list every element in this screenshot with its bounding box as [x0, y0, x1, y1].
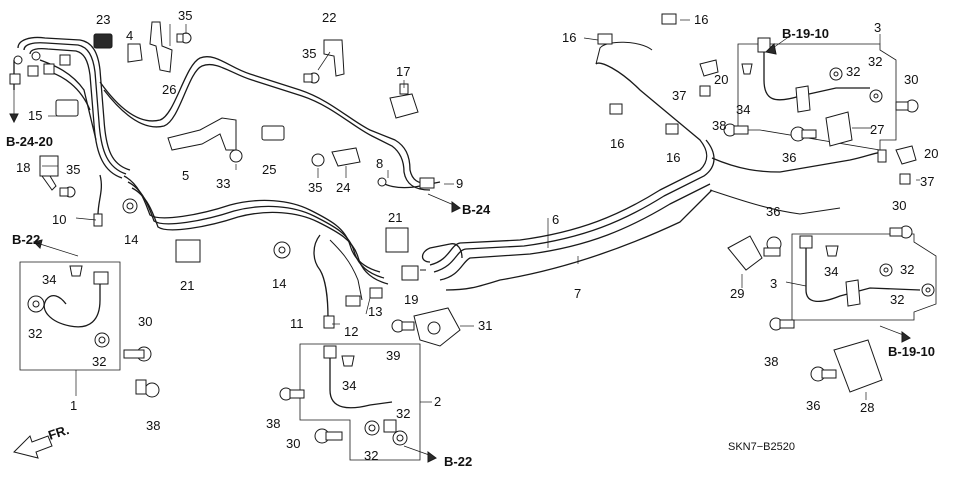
- callout-1: 1: [70, 398, 77, 413]
- callout-4: 4: [126, 28, 133, 43]
- callout-39: 39: [386, 348, 400, 363]
- callout-3: 3: [770, 276, 777, 291]
- callout-37: 37: [920, 174, 934, 189]
- callout-32: 32: [890, 292, 904, 307]
- callout-20: 20: [714, 72, 728, 87]
- callout-30: 30: [138, 314, 152, 329]
- callout-16: 16: [666, 150, 680, 165]
- callout-13: 13: [368, 304, 382, 319]
- callout-18: 18: [16, 160, 30, 175]
- callout-17: 17: [396, 64, 410, 79]
- callout-32: 32: [868, 54, 882, 69]
- callout-23: 23: [96, 12, 110, 27]
- callout-28: 28: [860, 400, 874, 415]
- callout-35: 35: [302, 46, 316, 61]
- callout-32: 32: [396, 406, 410, 421]
- callout-37: 37: [672, 88, 686, 103]
- ref-b-19-10-bottom: B-19-10: [888, 344, 935, 359]
- callout-38: 38: [266, 416, 280, 431]
- callout-27: 27: [870, 122, 884, 137]
- rear-upper-hose: [597, 13, 919, 185]
- ref-b-24: B-24: [462, 202, 491, 217]
- callout-10: 10: [52, 212, 66, 227]
- reference-labels: B-24-20 B-22 B-24 B-22 B-19-10 B-19-10: [6, 26, 935, 469]
- callout-25: 25: [262, 162, 276, 177]
- callout-16: 16: [562, 30, 576, 45]
- callout-30: 30: [904, 72, 918, 87]
- callout-9: 9: [456, 176, 463, 191]
- callout-14: 14: [124, 232, 138, 247]
- callout-24: 24: [336, 180, 350, 195]
- callout-34: 34: [736, 102, 750, 117]
- callout-11: 11: [290, 316, 304, 331]
- callout-30: 30: [892, 198, 906, 213]
- callout-12: 12: [344, 324, 358, 339]
- callout-20: 20: [924, 146, 938, 161]
- callout-29: 29: [730, 286, 744, 301]
- callout-31: 31: [478, 318, 492, 333]
- callout-30: 30: [286, 436, 300, 451]
- callout-8: 8: [376, 156, 383, 171]
- callout-38: 38: [146, 418, 160, 433]
- diagram-code: SKN7−B2520: [728, 441, 795, 453]
- callout-35: 35: [66, 162, 80, 177]
- ref-b-22-left: B-22: [12, 232, 40, 247]
- callout-16: 16: [694, 12, 708, 27]
- ref-b-22-bottom: B-22: [444, 454, 472, 469]
- front-left-hose: [19, 261, 160, 398]
- rear-lower-hose: [727, 225, 937, 393]
- callout-36: 36: [782, 150, 796, 165]
- callout-32: 32: [900, 262, 914, 277]
- callout-34: 34: [824, 264, 838, 279]
- callout-labels: 23 4 35 22 35 26 15 17 5 33 25 35 24 8 9…: [16, 8, 938, 463]
- callout-19: 19: [404, 292, 418, 307]
- callout-21: 21: [180, 278, 194, 293]
- main-pipe-bundle: [9, 36, 431, 319]
- callout-21: 21: [388, 210, 402, 225]
- callout-36: 36: [806, 398, 820, 413]
- callout-7: 7: [574, 286, 581, 301]
- callout-33: 33: [216, 176, 230, 191]
- ref-b-24-20: B-24-20: [6, 134, 53, 149]
- callout-2: 2: [434, 394, 441, 409]
- center-hose: [279, 343, 432, 461]
- callout-26: 26: [162, 82, 176, 97]
- callout-15: 15: [28, 108, 42, 123]
- callout-34: 34: [42, 272, 56, 287]
- callout-16: 16: [610, 136, 624, 151]
- reference-arrows: [9, 35, 911, 463]
- callout-35: 35: [308, 180, 322, 195]
- callout-32: 32: [364, 448, 378, 463]
- callout-22: 22: [322, 10, 336, 25]
- pipes-6-7: [420, 41, 885, 291]
- callout-3: 3: [874, 20, 881, 35]
- front-arrow-label: FR.: [46, 422, 71, 443]
- callout-14: 14: [272, 276, 286, 291]
- callout-5: 5: [182, 168, 189, 183]
- center-parts: [39, 21, 461, 347]
- callout-32: 32: [92, 354, 106, 369]
- callout-38: 38: [764, 354, 778, 369]
- leader-lines: [42, 19, 920, 400]
- callout-36: 36: [766, 204, 780, 219]
- callout-34: 34: [342, 378, 356, 393]
- callout-32: 32: [28, 326, 42, 341]
- callout-6: 6: [552, 212, 559, 227]
- callout-38: 38: [712, 118, 726, 133]
- callout-32: 32: [846, 64, 860, 79]
- callout-35: 35: [178, 8, 192, 23]
- ref-b-19-10-top: B-19-10: [782, 26, 829, 41]
- front-direction-arrow: [13, 435, 53, 459]
